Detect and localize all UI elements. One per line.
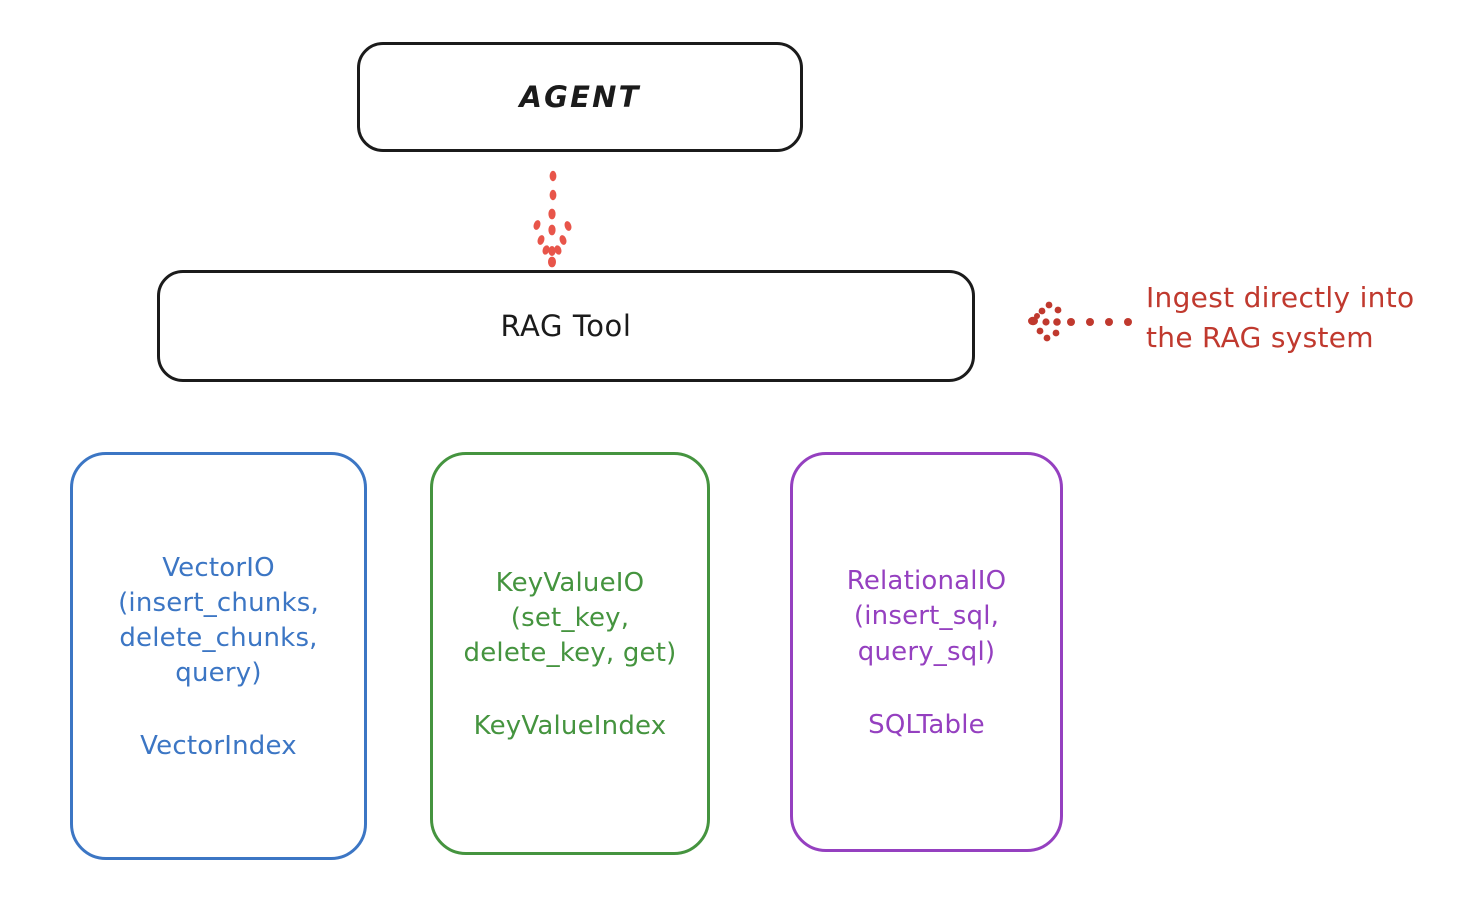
vectorio-index-label: VectorIndex — [140, 731, 297, 762]
vectorio-box[interactable]: VectorIO (insert_chunks, delete_chunks, … — [70, 452, 367, 860]
agent-label: AGENT — [519, 79, 641, 114]
keyvalueio-api-label: KeyValueIO (set_key, delete_key, get) — [463, 567, 677, 669]
relationalio-box[interactable]: RelationalIO (insert_sql, query_sql) SQL… — [790, 452, 1063, 852]
rag-tool-label: RAG Tool — [500, 308, 632, 343]
vectorio-api-label: VectorIO (insert_chunks, delete_chunks, … — [118, 552, 319, 689]
agent-to-rag-arrow-icon — [533, 170, 572, 268]
keyvalueio-index-label: KeyValueIndex — [473, 711, 667, 742]
agent-box[interactable]: AGENT — [357, 42, 803, 152]
ingest-annotation-label: Ingest directly into the RAG system — [1146, 281, 1415, 354]
rag-tool-box[interactable]: RAG Tool — [157, 270, 975, 382]
keyvalueio-box[interactable]: KeyValueIO (set_key, delete_key, get) Ke… — [430, 452, 710, 855]
relationalio-api-label: RelationalIO (insert_sql, query_sql) — [846, 566, 1007, 667]
ingest-arrow-icon — [1028, 301, 1132, 342]
relationalio-index-label: SQLTable — [868, 709, 985, 740]
